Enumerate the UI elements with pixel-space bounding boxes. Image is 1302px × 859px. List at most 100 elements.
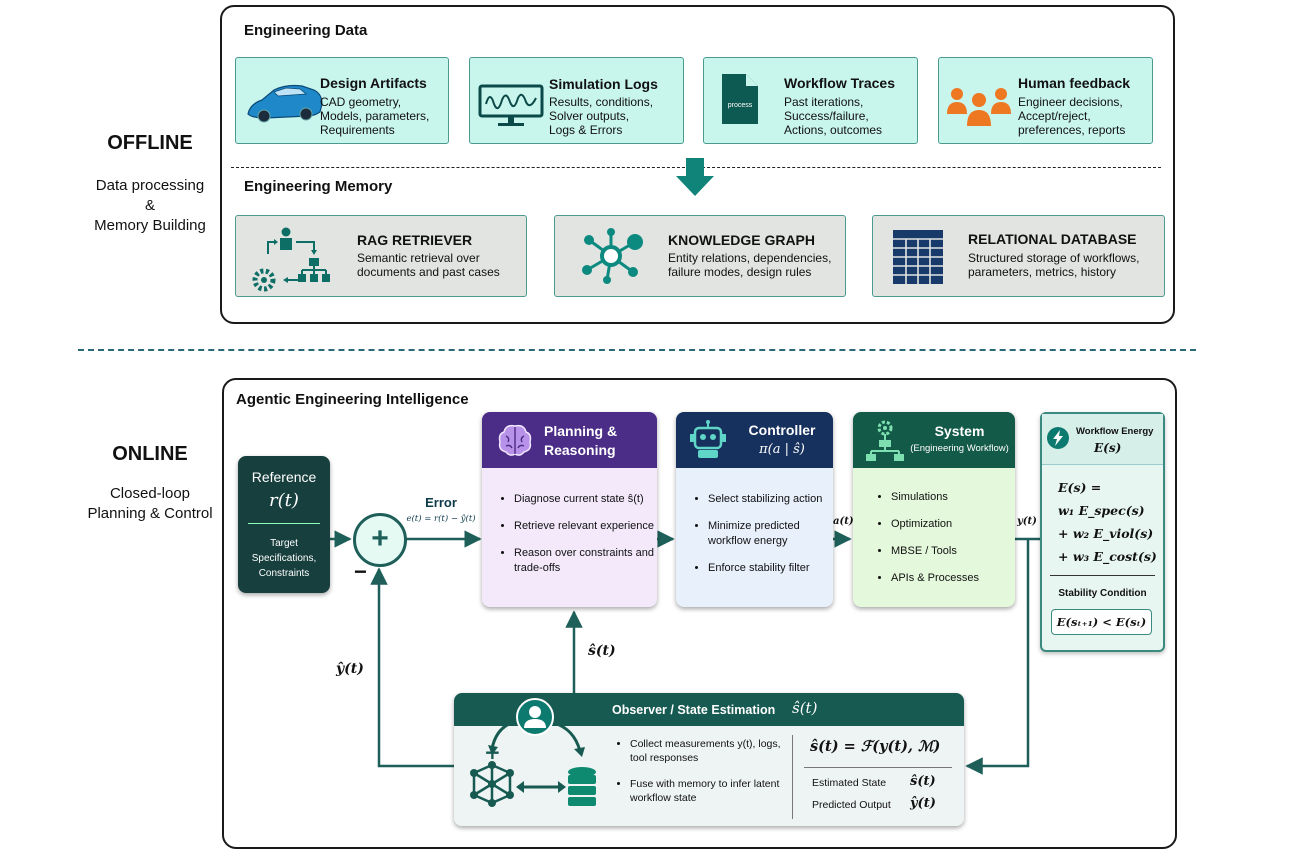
system-bullet: MBSE / Tools [891,544,1015,559]
engineering-data-title: Engineering Data [244,22,368,39]
offline-subtitle-line-1: Data processing [95,177,205,194]
relational-database-title: RELATIONAL DATABASE [968,231,1137,247]
error-label: Error [425,495,457,510]
energy-symbol: E(s) [1094,441,1122,455]
observer-vertical-divider [792,735,793,819]
workflow-traces-desc: Past iterations, Success/failure, Action… [784,95,882,137]
human-feedback-desc: Engineer decisions, Accept/reject, prefe… [1018,95,1125,137]
energy-eq-line: w₁ E_spec(s) [1058,503,1145,518]
observer-bullet: Collect measurements y(t), logs, tool re… [630,737,785,765]
simulation-logs-desc-line: Solver outputs, [549,109,630,123]
human-feedback-desc-line: Accept/reject, [1018,109,1091,123]
design-artifacts-title: Design Artifacts [320,75,427,91]
observer-block: Observer / State Estimation ŝ(t) + [454,693,964,826]
estimated-state-label: Estimated State [812,777,887,789]
state-estimate-label: ŝ(t) [588,643,616,659]
human-feedback-desc-line: preferences, reports [1018,123,1126,137]
knowledge-graph-title: KNOWLEDGE GRAPH [668,232,815,248]
observer-equation-divider [804,767,952,768]
design-artifacts-desc: CAD geometry, Models, parameters, Requir… [320,95,429,137]
workflow-traces-card: process Workflow Traces Past iterations,… [703,57,918,144]
offline-subtitle: Data processing & Memory Building [70,176,230,236]
observer-body [454,726,964,826]
human-feedback-desc-line: Engineer decisions, [1018,95,1123,109]
offline-title: OFFLINE [107,132,193,154]
planning-bullets: Diagnose current state ŝ(t) Retrieve rel… [496,492,657,588]
controller-header: Controller π(a | ŝ) [676,412,833,468]
rag-retriever-desc-line: documents and past cases [357,265,500,279]
planning-bullet: Reason over constraints and trade-offs [514,546,657,576]
estimated-state-symbol: ŝ(t) [910,774,936,789]
reference-desc-line: Specifications, [251,553,317,564]
workflow-traces-desc-line: Past iterations, [784,95,864,109]
design-artifacts-desc-line: CAD geometry, [320,95,402,109]
relational-database-desc-line: Structured storage of workflows, [968,251,1140,265]
planning-bullet: Diagnose current state ŝ(t) [514,492,657,507]
human-feedback-card: Human feedback Engineer decisions, Accep… [938,57,1153,144]
reference-symbol: r(t) [269,490,299,511]
error-formula: e(t) = r(t) − ŷ(t) [406,514,476,524]
robot-icon [690,420,726,458]
online-subtitle: Closed-loop Planning & Control [70,484,230,524]
system-block: System (Engineering Workflow) Simulation… [853,412,1015,607]
knowledge-graph-desc-line: Entity relations, dependencies, [668,251,832,265]
reference-title: Reference [251,469,317,485]
observer-bullets: Collect measurements y(t), logs, tool re… [612,737,785,817]
observer-diagram-icon: + [470,698,596,807]
offline-subtitle-line-3: Memory Building [94,217,206,234]
predicted-output-row-symbol: ŷ(t) [910,796,936,811]
monitor-signal-icon [478,84,544,126]
engineering-memory-title: Engineering Memory [244,178,393,195]
table-icon [893,230,943,284]
controller-formula: π(a | ŝ) [759,442,805,457]
knowledge-graph-card: KNOWLEDGE GRAPH Entity relations, depend… [554,215,846,297]
relational-database-card: RELATIONAL DATABASE Structured storage o… [872,215,1165,297]
energy-eq-line: + w₂ E_viol(s) [1058,526,1154,541]
offline-online-divider [78,349,1196,351]
simulation-logs-card: Simulation Logs Results, conditions, Sol… [469,57,684,144]
human-feedback-title: Human feedback [1018,75,1131,91]
reference-desc-line: Constraints [258,568,310,579]
planning-title-line: Planning & [544,423,618,439]
lightning-icon [1047,427,1069,449]
design-artifacts-card: Design Artifacts CAD geometry, Models, p… [235,57,449,144]
online-subtitle-line-2: Planning & Control [87,505,213,522]
retriever-icon [252,227,330,292]
simulation-logs-desc-line: Logs & Errors [549,123,623,137]
online-title: ONLINE [112,443,188,465]
system-bullet: Simulations [891,490,1015,505]
simulation-logs-desc: Results, conditions, Solver outputs, Log… [549,95,653,137]
controller-bullets: Select stabilizing action Minimize predi… [690,492,833,588]
planning-title-line: Reasoning [544,442,616,458]
observer-title: Observer / State Estimation [612,703,776,717]
planning-header: Planning & Reasoning [482,412,657,468]
workflow-energy-block: Workflow Energy E(s) E(s) = w₁ E_spec(s)… [1040,412,1165,652]
observer-equation: ŝ(t) = ℱ(y(t), ℳ) [810,738,941,755]
rag-retriever-desc: Semantic retrieval over documents and pa… [357,251,500,279]
system-bullets: Simulations Optimization MBSE / Tools AP… [873,490,1015,598]
observer-bullet: Fuse with memory to infer latent workflo… [630,777,785,805]
simulation-logs-title: Simulation Logs [549,76,658,92]
predicted-output-label: ŷ(t) [336,661,364,677]
reference-desc: Target Specifications, Constraints [238,536,330,581]
energy-title: Workflow Energy [1076,426,1154,437]
online-subtitle-line-1: Closed-loop [109,485,191,502]
controller-title: Controller [748,422,816,438]
rag-retriever-title: RAG RETRIEVER [357,232,473,248]
workflow-traces-desc-line: Actions, outcomes [784,123,883,137]
rag-retriever-card: RAG RETRIEVER Semantic retrieval over do… [235,215,527,297]
observer-symbol: ŝ(t) [792,699,818,717]
brain-icon [498,424,532,456]
design-artifacts-desc-line: Models, parameters, [320,109,430,123]
design-artifacts-desc-line: Requirements [320,123,395,137]
summing-junction: + [353,513,407,567]
reference-desc-line: Target [270,538,298,549]
system-bullet: APIs & Processes [891,571,1015,586]
rag-retriever-desc-line: Semantic retrieval over [357,251,480,265]
svg-text:+: + [484,740,501,764]
system-subtitle: (Engineering Workflow) [910,443,1009,454]
action-signal-label: a(t) [833,516,854,527]
system-header: System (Engineering Workflow) [853,412,1015,468]
offline-subtitle-line-2: & [144,197,155,214]
online-panel-title: Agentic Engineering Intelligence [236,391,469,408]
